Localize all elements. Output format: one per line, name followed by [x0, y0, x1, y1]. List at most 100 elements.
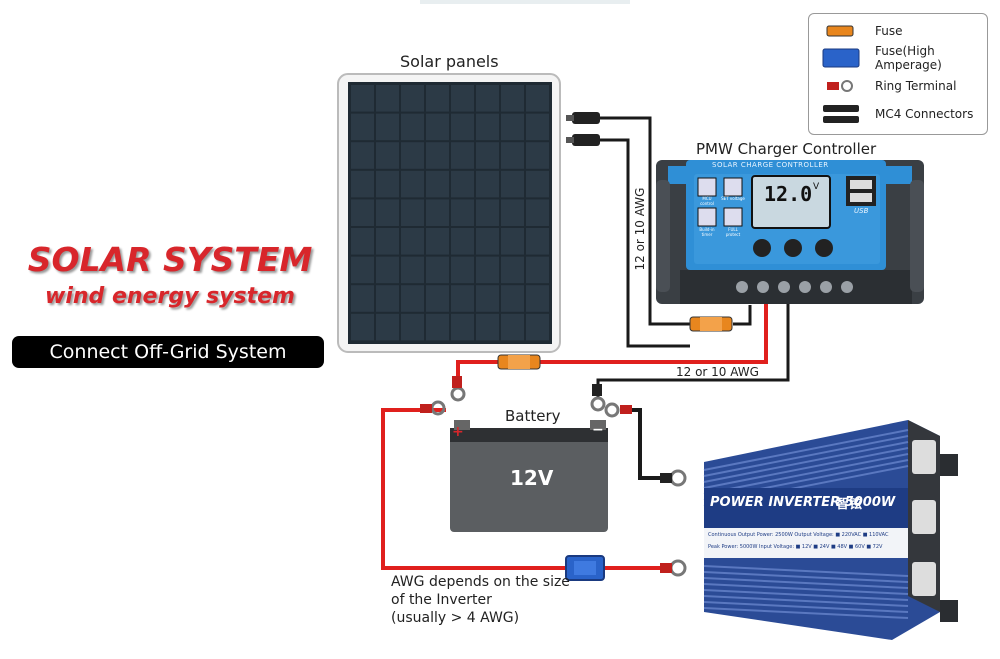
inverter-fin — [703, 607, 909, 619]
solar-cell — [401, 285, 424, 312]
solar-cell — [476, 313, 499, 341]
solar-cell — [351, 113, 374, 141]
high-amperage-fuse-icon — [822, 48, 860, 68]
inverter-fin — [703, 577, 909, 589]
fuse-icon — [689, 316, 733, 332]
legend-label: Fuse — [875, 24, 903, 38]
solar-cell — [451, 199, 474, 226]
solar-cell — [501, 142, 524, 169]
solar-cell — [451, 85, 474, 112]
solar-panels-label: Solar panels — [400, 52, 499, 71]
solar-cell — [401, 85, 424, 112]
solar-cell — [526, 85, 549, 112]
solar-cell — [526, 199, 549, 226]
solar-cell — [401, 142, 424, 169]
controller-terminal — [820, 281, 832, 293]
legend-item-ring-terminal: Ring Terminal — [821, 75, 956, 97]
legend-item-high-amperage-fuse: Fuse(High Amperage) — [821, 44, 987, 72]
solar-cell — [426, 170, 449, 198]
inverter-fin — [703, 583, 909, 595]
inverter-fin — [703, 589, 909, 601]
solar-cell — [476, 256, 499, 284]
solar-cell — [351, 142, 374, 169]
controller-terminal — [736, 281, 748, 293]
solar-cell — [426, 199, 449, 226]
solar-cell — [376, 256, 399, 284]
ring-terminal-icon — [827, 80, 853, 92]
solar-cell — [526, 285, 549, 312]
fuse-icon — [497, 354, 541, 370]
solar-cell — [526, 113, 549, 141]
solar-cell — [476, 285, 499, 312]
solar-cell — [426, 313, 449, 341]
controller-brand-label: SOLAR CHARGE CONTROLLER — [712, 161, 829, 169]
solar-cell — [451, 313, 474, 341]
panel-to-controller-wires — [600, 116, 752, 348]
inverter-fin — [703, 601, 909, 613]
awg-label-vertical: 12 or 10 AWG — [633, 187, 647, 271]
solar-cell — [526, 313, 549, 341]
solar-cell — [376, 199, 399, 226]
legend-label: Ring Terminal — [875, 79, 957, 93]
solar-cell — [426, 256, 449, 284]
battery-voltage-label: 12V — [510, 466, 554, 490]
solar-cell — [526, 170, 549, 198]
solar-cell — [351, 313, 374, 341]
controller-terminal — [841, 281, 853, 293]
solar-cell — [351, 228, 374, 255]
solar-cell — [451, 256, 474, 284]
controller-terminal — [799, 281, 811, 293]
solar-cell — [351, 85, 374, 112]
legend-item-fuse: Fuse — [821, 20, 903, 42]
solar-cell — [476, 113, 499, 141]
solar-cell — [526, 228, 549, 255]
battery-negative-sign: − — [592, 422, 604, 438]
headline-tag: Connect Off-Grid System — [12, 336, 324, 368]
solar-cell — [501, 113, 524, 141]
inverter-awg-note: of the Inverter — [391, 592, 492, 608]
controller-display-unit: V — [813, 182, 820, 192]
solar-cell — [501, 285, 524, 312]
solar-cell — [501, 199, 524, 226]
solar-cell — [476, 228, 499, 255]
inverter-fin — [703, 435, 909, 477]
inverter-fin — [703, 571, 909, 583]
legend: Fuse Fuse(High Amperage) Ring Terminal M… — [808, 13, 988, 135]
inverter-brand: 智铉 — [836, 497, 863, 512]
inverter-fin — [703, 565, 909, 577]
solar-cell — [401, 170, 424, 198]
inverter-awg-note: (usually > 4 AWG) — [391, 610, 520, 626]
inverter-spec-line: Continuous Output Power: 2500W Output Vo… — [708, 532, 889, 538]
solar-cell — [376, 285, 399, 312]
high-amperage-fuse-icon — [565, 555, 605, 581]
solar-cell — [526, 142, 549, 169]
solar-cell — [476, 142, 499, 169]
solar-cell — [501, 170, 524, 198]
solar-cell — [526, 256, 549, 284]
solar-cell — [426, 142, 449, 169]
inverter-fin — [703, 441, 909, 483]
solar-cell — [451, 170, 474, 198]
inverter-title: POWER INVERTER 5000W — [710, 495, 896, 510]
controller-terminal — [778, 281, 790, 293]
solar-panel — [337, 73, 561, 353]
solar-cell — [426, 285, 449, 312]
battery — [450, 420, 608, 532]
controller-display-value: 12.0 — [764, 182, 813, 206]
controller-button-label: Build-in timer — [699, 227, 715, 237]
solar-cell — [451, 113, 474, 141]
legend-item-mc4-connectors: MC4 Connectors — [821, 103, 973, 125]
solar-cell — [376, 313, 399, 341]
solar-cell — [376, 85, 399, 112]
battery-label: Battery — [505, 407, 561, 425]
legend-label: Fuse(High Amperage) — [875, 44, 942, 72]
controller-button-label: FULL protect — [725, 227, 741, 237]
controller-terminal — [757, 281, 769, 293]
solar-cell — [351, 256, 374, 284]
controller-button-label: SET voltage — [721, 196, 745, 201]
battery-positive-sign: + — [452, 424, 464, 440]
solar-cell — [401, 199, 424, 226]
inverter-fin — [703, 453, 909, 495]
solar-cell — [501, 85, 524, 112]
